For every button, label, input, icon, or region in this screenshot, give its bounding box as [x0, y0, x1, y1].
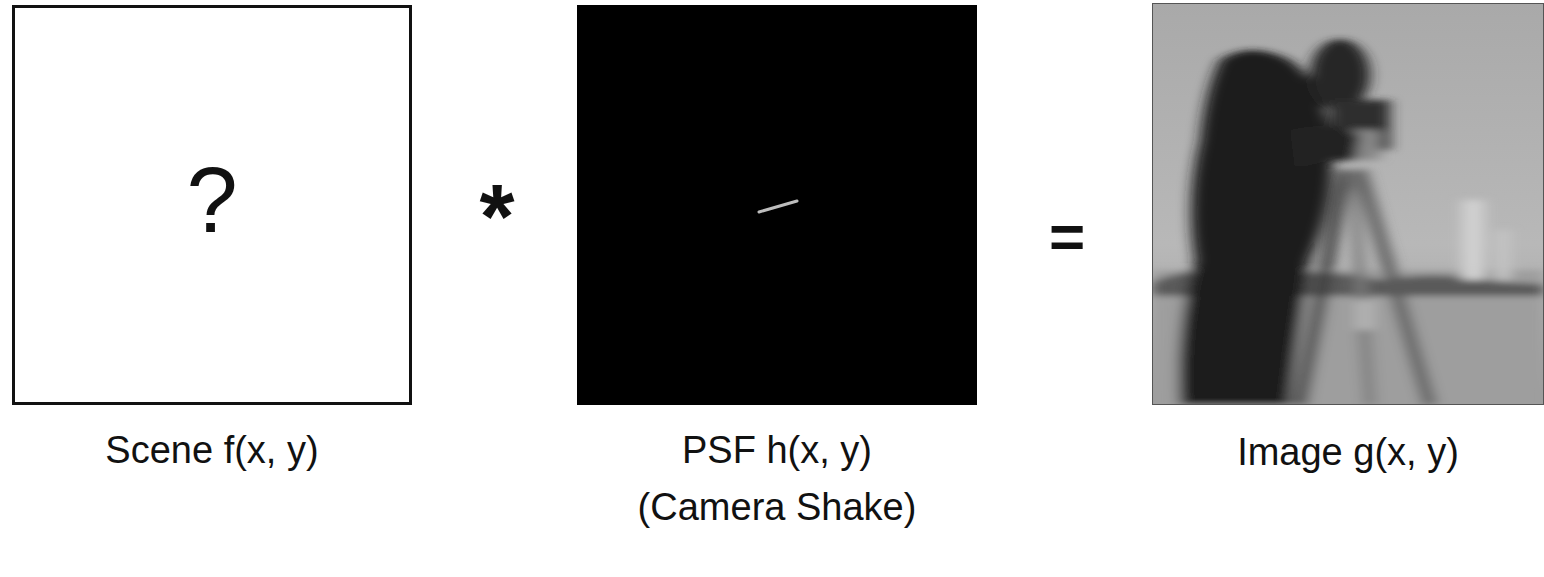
caption: PSF h(x, y) (Camera Shake) — [607, 422, 947, 536]
psf-box: PSF h(x, y) (Camera Shake) — [577, 5, 977, 577]
caption: Image g(x, y) — [1158, 424, 1538, 481]
frame: ? — [12, 5, 412, 405]
frame — [1152, 3, 1544, 405]
psf-streak — [759, 201, 797, 212]
blurred-photo — [1152, 3, 1544, 405]
equals-sign: = — [1049, 206, 1085, 268]
psf-field — [577, 5, 977, 405]
convolution-operator: * — [479, 172, 514, 262]
unknown-mark: ? — [15, 154, 409, 246]
frame — [577, 5, 977, 405]
scene-box: ? Scene f(x, y) — [12, 5, 412, 577]
caption: Scene f(x, y) — [22, 422, 402, 479]
image-box: Image g(x, y) — [1152, 3, 1544, 577]
